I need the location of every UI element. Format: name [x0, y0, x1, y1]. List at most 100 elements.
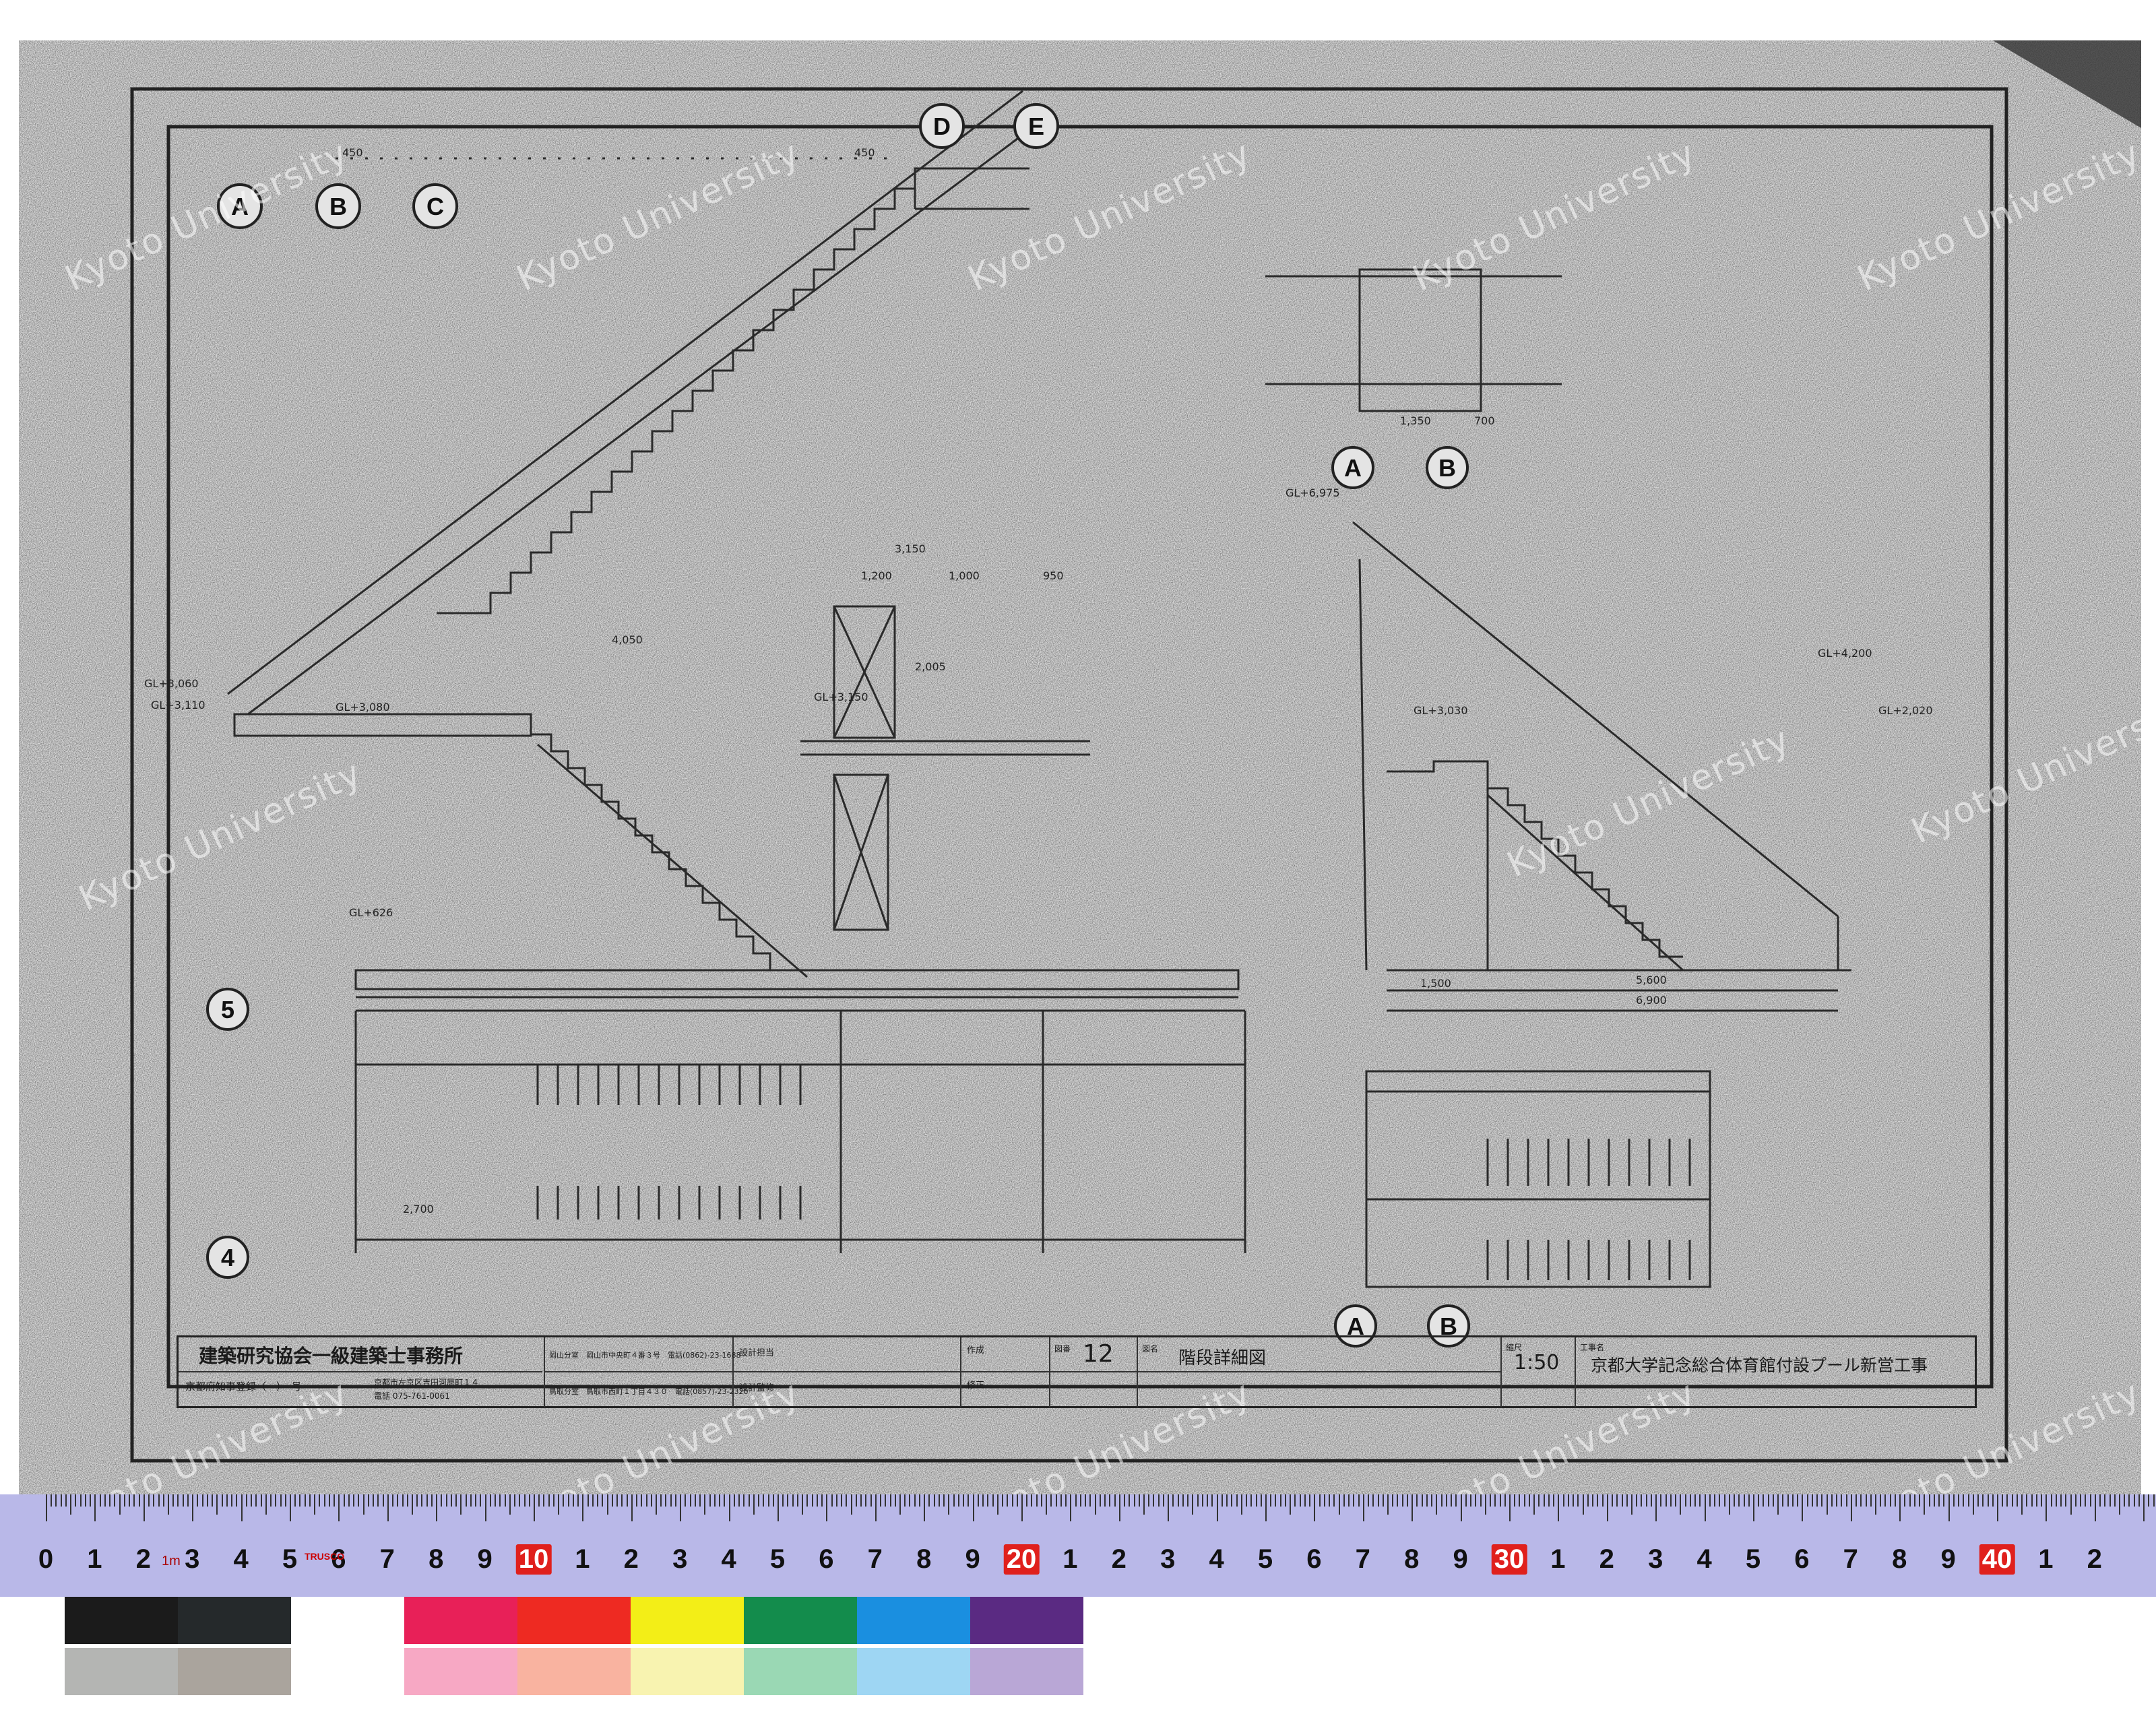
ruler-tick: [1856, 1494, 1858, 1507]
ruler-tick: [963, 1494, 965, 1507]
ruler-tick: [1743, 1494, 1745, 1507]
gl-3080: GL+3,080: [336, 701, 390, 714]
ruler-tick: [1782, 1494, 1784, 1507]
ruler-tick: [636, 1494, 638, 1507]
ruler-tick: [1680, 1494, 1682, 1515]
ruler-tick: [1397, 1494, 1399, 1507]
drawing-scan: A B C D E A B A B 5 4 450 450 GL+3,060 G…: [19, 40, 2156, 1539]
ruler-tick: [177, 1494, 179, 1507]
ruler-tick: [99, 1494, 101, 1507]
ruler-tick: [1290, 1494, 1292, 1515]
design-reviewer: 設計監修: [739, 1383, 775, 1393]
ruler-tick: [1475, 1494, 1477, 1507]
ruler-tick: [987, 1494, 989, 1507]
ruler-tick: [2133, 1494, 2135, 1507]
ruler-tick: [343, 1494, 345, 1507]
ruler-tick: [1880, 1494, 1882, 1507]
grid-label-right-b: B: [1438, 454, 1456, 482]
ruler-tick: [1182, 1494, 1184, 1507]
ruler-tick: [1412, 1494, 1414, 1521]
ruler-tick: [1070, 1494, 1072, 1521]
ruler-tick: [1523, 1494, 1525, 1507]
ruler-tick: [319, 1494, 321, 1507]
dim-5600: 5,600: [1636, 974, 1667, 986]
ruler-tick: [65, 1494, 67, 1507]
drawing-no-cell: 図番 12: [1050, 1337, 1138, 1407]
ruler-tick: [421, 1494, 423, 1507]
ruler-tick: [1953, 1494, 1955, 1507]
ruler-tick: [2085, 1494, 2087, 1507]
ruler-tick: [1099, 1494, 1101, 1507]
ruler-tick: [1831, 1494, 1833, 1507]
dim-3150: 3,150: [895, 542, 926, 555]
ruler-tick: [875, 1494, 877, 1521]
ruler-tick: [1050, 1494, 1052, 1507]
ruler-tick: [1294, 1494, 1296, 1507]
ruler-tick: [1382, 1494, 1384, 1507]
ruler-tick: [572, 1494, 574, 1507]
ruler-tick: [1699, 1494, 1701, 1507]
ruler-tick: [1694, 1494, 1697, 1507]
ruler-tick: [1016, 1494, 1018, 1507]
ruler-tick: [1650, 1494, 1652, 1507]
ruler-tick: [251, 1494, 253, 1507]
ruler-tick: [377, 1494, 379, 1507]
ruler-tick: [1226, 1494, 1228, 1507]
dim-2700: 2,700: [403, 1203, 434, 1215]
ruler-tick: [1104, 1494, 1106, 1507]
ruler-tick: [645, 1494, 647, 1507]
phone-main: 電話 075-761-0061: [374, 1391, 450, 1401]
ruler-tick: [1567, 1494, 1569, 1507]
ruler-tick: [70, 1494, 72, 1515]
ruler-tick: [772, 1494, 774, 1507]
ruler-tick: [1675, 1494, 1677, 1507]
ruler-tick: [957, 1494, 959, 1507]
ruler-tick: [1118, 1494, 1120, 1521]
color-swatch: [744, 1648, 857, 1695]
ruler-tick: [2119, 1494, 2120, 1515]
ruler-tick: [826, 1494, 828, 1521]
ruler-number: 8: [1404, 1544, 1420, 1574]
grid-label-right-a: A: [1344, 454, 1362, 482]
ruler-tick: [2143, 1494, 2145, 1521]
ruler-tick: [753, 1494, 755, 1515]
ruler-tick: [309, 1494, 311, 1507]
revised-label: 修正: [967, 1381, 985, 1391]
dim-6900: 6,900: [1636, 994, 1667, 1007]
ruler-tick: [674, 1494, 676, 1507]
ruler-tick: [1036, 1494, 1038, 1507]
ruler-tick: [436, 1494, 438, 1521]
ruler-tick: [928, 1494, 930, 1507]
ruler-tick: [592, 1494, 594, 1507]
ruler-tick: [402, 1494, 404, 1507]
ruler-tick: [1401, 1494, 1403, 1507]
ruler-number: 1: [575, 1544, 590, 1574]
ruler-tick: [1826, 1494, 1828, 1515]
ruler-tick: [1982, 1494, 1984, 1507]
ruler-tick: [709, 1494, 711, 1507]
ruler-tick: [1465, 1494, 1467, 1507]
ruler-tick: [821, 1494, 823, 1507]
ruler-tick: [304, 1494, 306, 1507]
ruler-tick: [1133, 1494, 1135, 1507]
ruler-tick: [201, 1494, 203, 1507]
color-swatch: [517, 1597, 631, 1644]
ruler-tick: [119, 1494, 121, 1515]
ruler-tick: [1358, 1494, 1360, 1507]
ruler-tick: [1977, 1494, 1979, 1507]
color-swatch: [857, 1597, 970, 1644]
branch-cell: 岡山分室 岡山市中央町４番３号 電話(0862)-23-1688 鳥取分室 鳥取…: [545, 1337, 749, 1407]
ruler-tick: [1763, 1494, 1765, 1507]
ruler-tick: [968, 1494, 970, 1507]
ruler-number: 1: [87, 1544, 102, 1574]
ruler-tick: [1748, 1494, 1750, 1507]
ruler-tick: [1587, 1494, 1589, 1507]
ruler-tick: [1231, 1494, 1233, 1507]
ruler-tick: [1948, 1494, 1950, 1521]
ruler-tick: [1089, 1494, 1091, 1507]
dim-4050: 4,050: [612, 633, 643, 646]
ruler-tick: [1924, 1494, 1926, 1515]
ruler-tick: [2021, 1494, 2023, 1515]
ruler-tick: [1548, 1494, 1550, 1507]
